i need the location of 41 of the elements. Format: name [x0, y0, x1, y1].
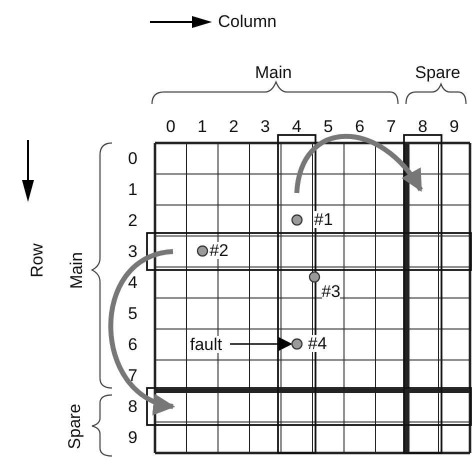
- row-number: 7: [128, 367, 138, 384]
- column-outline: [403, 134, 442, 454]
- column-number: 6: [355, 118, 364, 135]
- arrow: [230, 337, 292, 351]
- row-number: 4: [128, 274, 138, 291]
- column-number: 7: [386, 118, 396, 135]
- column-number: 1: [198, 118, 207, 135]
- group-label: Spare: [415, 64, 460, 81]
- group-label: Spare: [66, 404, 84, 450]
- column-number: 0: [166, 118, 176, 135]
- row-number: 6: [128, 336, 138, 353]
- fault-dot: [291, 214, 303, 226]
- fault-dot: [291, 338, 303, 350]
- axis-label: Column: [218, 13, 277, 30]
- fault-label: fault: [190, 336, 222, 353]
- column-number: 2: [229, 118, 238, 135]
- arrow: [294, 134, 423, 194]
- axis-label: Row: [28, 244, 46, 278]
- row-number: 3: [128, 243, 138, 260]
- arrow: [108, 249, 176, 412]
- fault-number: #1: [314, 211, 333, 228]
- column-number: 3: [260, 118, 270, 135]
- row-number: 0: [128, 150, 138, 167]
- fault-dot: [196, 245, 208, 257]
- row-number: 2: [128, 212, 138, 229]
- fault-number: #3: [322, 283, 340, 300]
- row-number: 1: [128, 181, 138, 198]
- column-number: 5: [324, 118, 333, 135]
- fault-dot: [308, 271, 320, 283]
- fault-number: #4: [308, 335, 327, 352]
- row-outline: [146, 387, 472, 426]
- row-number: 8: [128, 398, 138, 415]
- column-number: 4: [292, 118, 302, 135]
- column-number: 9: [450, 118, 459, 135]
- row-outline: [146, 232, 472, 271]
- column-number: 8: [418, 118, 428, 135]
- group-label: Main: [255, 64, 292, 81]
- fault-number: #2: [210, 242, 228, 259]
- group-label: Main: [68, 252, 85, 289]
- row-number: 5: [128, 305, 138, 322]
- row-number: 9: [128, 429, 138, 446]
